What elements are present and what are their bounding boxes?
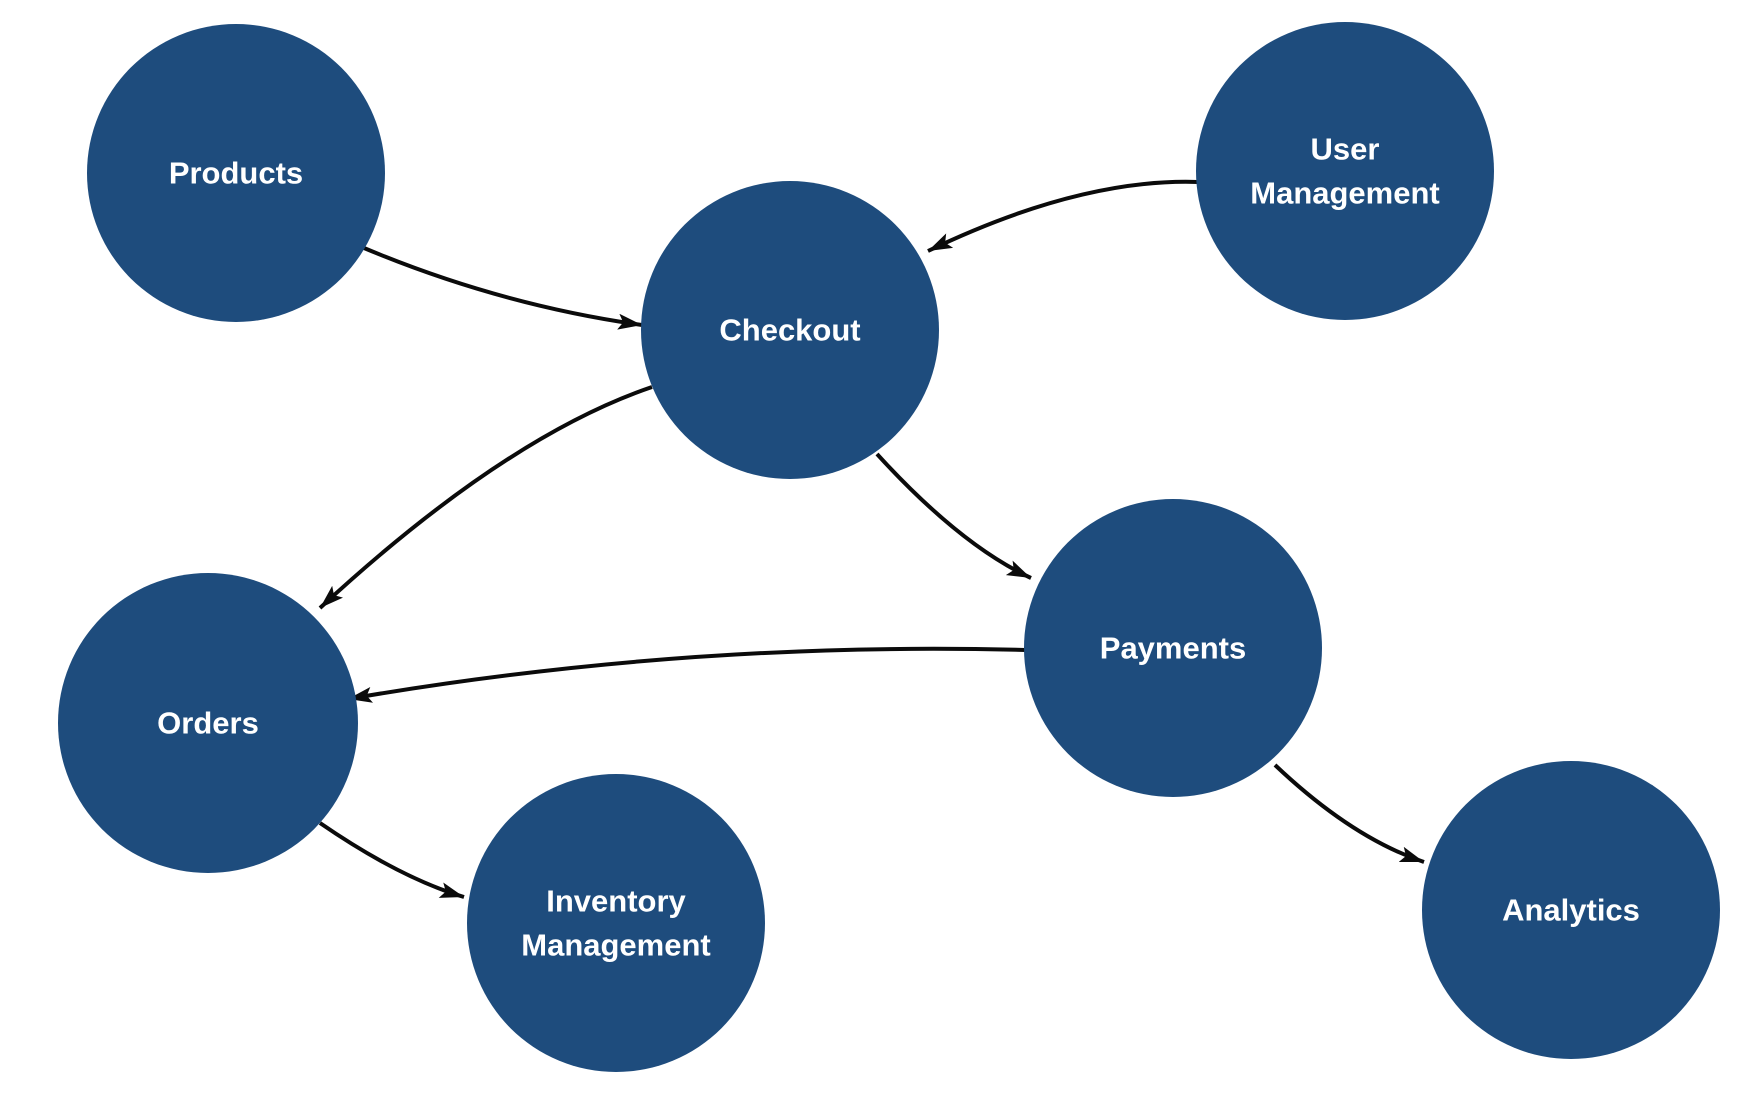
node-inventory-management-circle bbox=[467, 774, 765, 1072]
edge-checkout-to-orders bbox=[318, 385, 653, 610]
edge-orders-to-inventory-management bbox=[318, 821, 465, 899]
edge-checkout-to-payments bbox=[875, 452, 1032, 580]
node-user-management-circle bbox=[1196, 22, 1494, 320]
node-payments: Payments bbox=[1024, 499, 1322, 797]
edge-user-management-to-checkout bbox=[927, 179, 1199, 253]
node-checkout-circle bbox=[641, 181, 939, 479]
node-orders: Orders bbox=[58, 573, 358, 873]
edge-products-to-checkout bbox=[363, 246, 643, 330]
node-orders-label: Orders bbox=[157, 706, 259, 741]
node-checkout: Checkout bbox=[641, 181, 939, 479]
node-analytics: Analytics bbox=[1422, 761, 1720, 1059]
edge-payments-to-orders bbox=[347, 646, 1026, 703]
node-products-label: Products bbox=[169, 156, 303, 191]
edge-payments-to-analytics bbox=[1273, 763, 1425, 864]
edges-layer bbox=[318, 179, 1425, 899]
node-products-circle bbox=[87, 24, 385, 322]
node-products: Products bbox=[87, 24, 385, 322]
node-payments-label: Payments bbox=[1100, 631, 1246, 666]
node-orders-circle bbox=[58, 573, 358, 873]
node-analytics-label: Analytics bbox=[1502, 893, 1640, 928]
node-payments-circle bbox=[1024, 499, 1322, 797]
node-analytics-circle bbox=[1422, 761, 1720, 1059]
node-checkout-label: Checkout bbox=[719, 313, 860, 348]
